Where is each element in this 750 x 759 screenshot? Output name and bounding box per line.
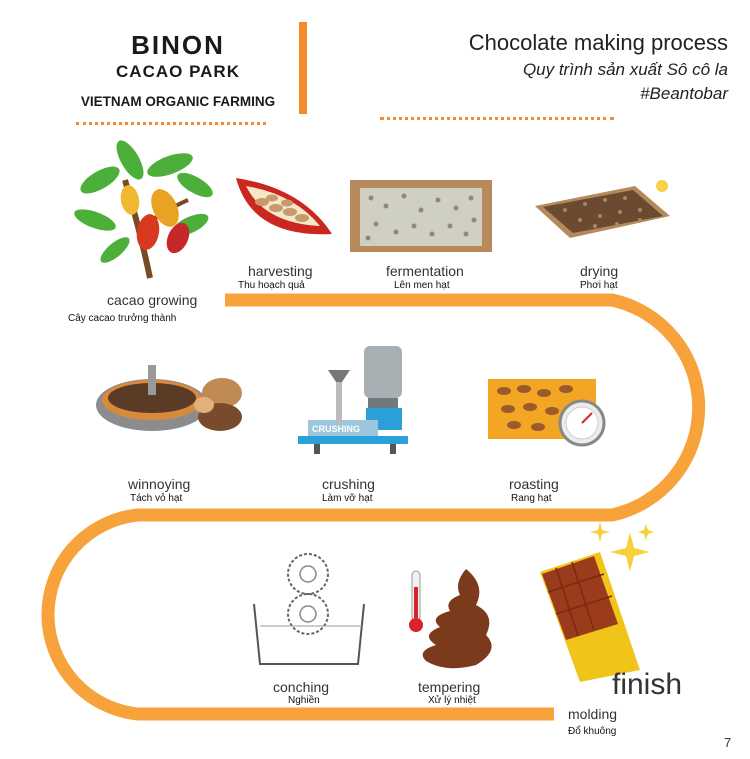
harvested-pod-icon: [236, 178, 332, 235]
step-tempering-vn: Xử lý nhiệt: [428, 695, 476, 706]
step-harvesting-label: harvesting: [248, 263, 313, 279]
brand-tagline: VIETNAM ORGANIC FARMING: [80, 94, 276, 109]
step-tempering-label: tempering: [418, 679, 481, 695]
header-divider: [299, 22, 307, 114]
step-molding-label: molding: [568, 706, 618, 722]
machine-label: CRUSHING: [312, 424, 360, 434]
hashtag: #Beantobar: [640, 84, 728, 103]
conching-machine-icon: [253, 553, 365, 665]
step-drying-vn: Phơi hạt: [580, 280, 618, 291]
cacao-tree-icon: [74, 140, 213, 279]
page-title: Chocolate making process: [468, 30, 728, 55]
step-cacao-growing-label: cacao growing: [107, 292, 198, 308]
drying-tray-icon: [535, 180, 670, 238]
dotted-divider-left: [76, 122, 266, 125]
step-fermentation-label: fermentation: [386, 263, 464, 279]
chocolate-bar-icon: [540, 522, 654, 682]
page-subtitle: Quy trình sản xuất Sô cô la: [522, 60, 728, 79]
step-cacao-growing-vn: Cây cacao trưởng thành: [68, 313, 177, 324]
step-drying-label: drying: [580, 263, 619, 279]
fermentation-box-icon: [350, 180, 492, 252]
brand-name: BINON: [131, 30, 225, 60]
step-roasting-vn: Rang hạt: [511, 493, 552, 504]
winnowing-icon: [96, 365, 242, 431]
dotted-divider-right: [380, 117, 614, 120]
page-number: 7: [724, 735, 732, 750]
step-harvesting-vn: Thu hoạch quả: [238, 280, 305, 291]
brand-sub: CACAO PARK: [116, 62, 240, 81]
step-winnowing-label: winnoying: [128, 476, 191, 492]
step-roasting-label: roasting: [509, 476, 559, 492]
step-crushing-vn: Làm vỡ hạt: [322, 493, 373, 504]
step-molding-vn: Đổ khuông: [568, 726, 617, 737]
step-conching-label: conching: [273, 679, 330, 695]
step-conching-vn: Nghiền: [288, 695, 320, 706]
step-crushing-label: crushing: [322, 476, 375, 492]
step-fermentation-vn: Lên men hạt: [394, 280, 450, 291]
crushing-machine-icon: CRUSHING: [298, 346, 408, 454]
tempering-icon: [409, 569, 492, 669]
roasting-tray-icon: [488, 379, 606, 447]
step-winnowing-vn: Tách vỏ hạt: [130, 493, 183, 504]
finish-label: finish: [612, 668, 683, 701]
